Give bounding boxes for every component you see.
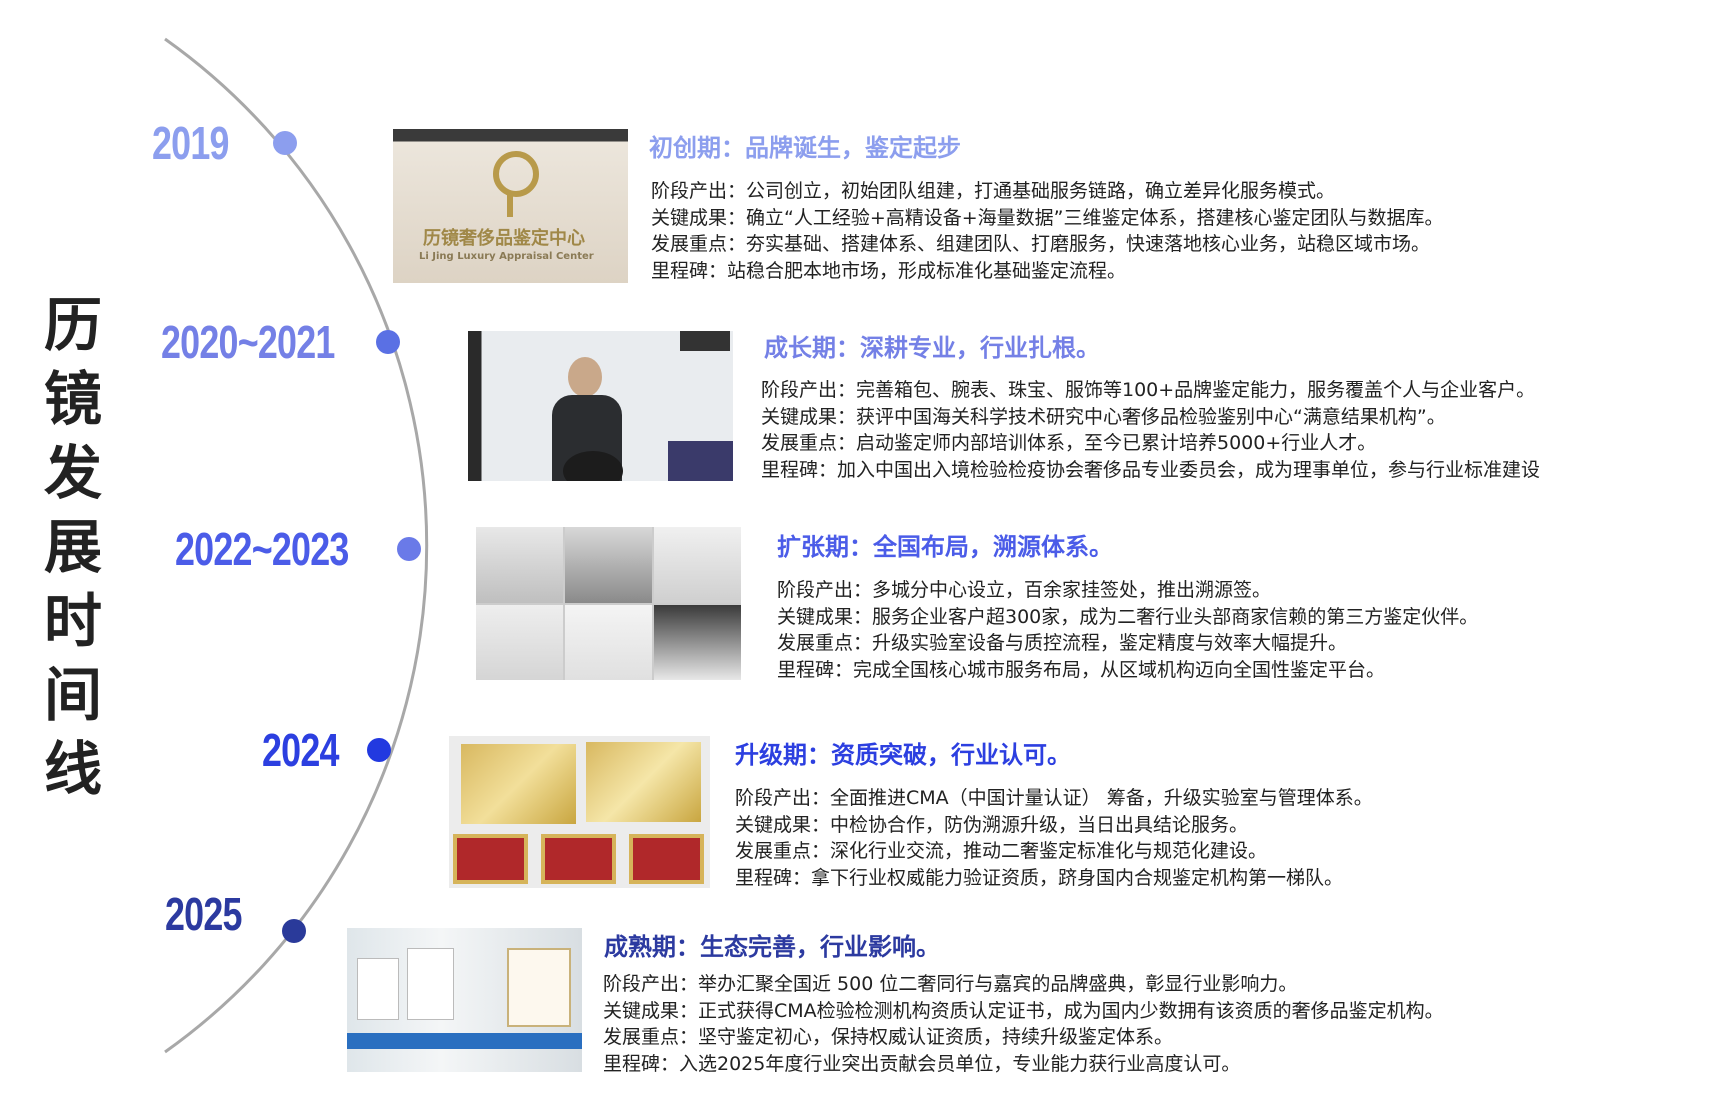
audience-head: [563, 451, 623, 481]
year-label: 2020~2021: [161, 316, 335, 368]
detail-line: 阶段产出：举办汇聚全国近 500 位二奢同行与嘉宾的品牌盛典，彰显行业影响力。: [603, 973, 1298, 995]
detail-line: 发展重点：升级实验室设备与质控流程，鉴定精度与效率大幅提升。: [777, 632, 1348, 654]
title-char: 展: [43, 513, 102, 581]
collage-tile: [565, 604, 652, 680]
stage-heading: 初创期：品牌诞生，鉴定起步: [649, 134, 961, 162]
stage-details: 阶段产出：完善箱包、腕表、珠宝、服饰等100+品牌鉴定能力，服务覆盖个人与企业客…: [761, 377, 1540, 483]
collage-tile: [476, 527, 563, 603]
collage-tile: [654, 604, 741, 680]
detail-line: 发展重点：坚守鉴定初心，保持权威认证资质，持续升级鉴定体系。: [603, 1026, 1174, 1048]
detail-line: 里程碑：入选2025年度行业突出贡献会员单位，专业能力获行业高度认可。: [603, 1052, 1241, 1075]
notice-paper: [357, 958, 399, 1020]
logo-icon: [493, 151, 539, 197]
timeline-dot: [397, 537, 421, 561]
timeline-dot: [282, 919, 306, 943]
title-char: 间: [43, 661, 102, 729]
stage-details: 阶段产出：全面推进CMA（中国计量认证） 筹备，升级实验室与管理体系。 关键成果…: [735, 785, 1373, 891]
stage-details: 阶段产出：公司创立，初始团队组建，打通基础服务链路，确立差异化服务模式。 关键成…: [651, 178, 1444, 284]
detail-line: 关键成果：确立“人工经验+高精设备+海量数据”三维鉴定体系，搭建核心鉴定团队与数…: [651, 206, 1444, 229]
stage-details: 阶段产出：举办汇聚全国近 500 位二奢同行与嘉宾的品牌盛典，彰显行业影响力。 …: [603, 971, 1444, 1077]
detail-line: 发展重点：深化行业交流，推动二奢鉴定标准化与规范化建设。: [735, 840, 1268, 862]
detail-line: 阶段产出：多城分中心设立，百余家挂签处，推出溯源签。: [777, 579, 1272, 601]
year-label: 2024: [262, 724, 339, 776]
certificate-frame: [507, 948, 571, 1027]
timeline-dot: [273, 131, 297, 155]
notice-paper: [407, 948, 454, 1020]
title-char: 线: [43, 735, 102, 803]
speaker-head: [568, 357, 602, 397]
year-label: 2022~2023: [175, 523, 349, 575]
stage-heading: 升级期：资质突破，行业认可。: [735, 741, 1071, 769]
certificate-plaque: [541, 834, 616, 884]
photo-sign: 历镜奢侈品鉴定中心: [423, 228, 585, 249]
cma-certificate-photo: [347, 928, 582, 1072]
stage-heading: 扩张期：全国布局，溯源体系。: [777, 533, 1113, 561]
title-char: 历: [43, 291, 102, 359]
title-char: 发: [43, 439, 102, 507]
page-title: 历 镜 发 展 时 间 线: [36, 288, 110, 806]
detail-line: 里程碑：加入中国出入境检验检疫协会奢侈品专业委员会，成为理事单位，参与行业标准建…: [761, 458, 1541, 481]
detail-line: 关键成果：正式获得CMA检验检测机构资质认定证书，成为国内少数拥有该资质的奢侈品…: [603, 999, 1444, 1022]
certificate-plaque: [453, 834, 528, 884]
detail-line: 里程碑：站稳合肥本地市场，形成标准化基础鉴定流程。: [651, 259, 1127, 282]
certificate-plaque: [586, 742, 701, 822]
detail-line: 关键成果：服务企业客户超300家，成为二奢行业头部商家信赖的第三方鉴定伙伴。: [777, 605, 1479, 628]
detail-line: 阶段产出：全面推进CMA（中国计量认证） 筹备，升级实验室与管理体系。: [735, 787, 1373, 809]
logo-stem: [507, 191, 513, 217]
certificates-photo: [449, 736, 710, 888]
stage-heading: 成长期：深耕专业，行业扎根。: [764, 334, 1100, 362]
brand-strip: [347, 1033, 582, 1049]
timeline-dot: [376, 330, 400, 354]
detail-line: 发展重点：启动鉴定师内部培训体系，至今已累计培养5000+行业人才。: [761, 432, 1377, 454]
certificate-plaque: [461, 744, 576, 824]
clock: [680, 331, 730, 351]
certificate-plaque: [629, 834, 704, 884]
office-logo-photo: 历镜奢侈品鉴定中心 Li Jing Luxury Appraisal Cente…: [393, 129, 628, 283]
podium: [668, 441, 733, 481]
stage-heading: 成熟期：生态完善，行业影响。: [604, 933, 940, 961]
detail-line: 里程碑：完成全国核心城市服务布局，从区域机构迈向全国性鉴定平台。: [777, 658, 1386, 681]
detail-line: 阶段产出：完善箱包、腕表、珠宝、服饰等100+品牌鉴定能力，服务覆盖个人与企业客…: [761, 379, 1536, 401]
detail-line: 里程碑：拿下行业权威能力验证资质，跻身国内合规鉴定机构第一梯队。: [735, 866, 1344, 889]
detail-line: 关键成果：中检协合作，防伪溯源升级，当日出具结论服务。: [735, 813, 1249, 836]
detail-line: 阶段产出：公司创立，初始团队组建，打通基础服务链路，确立差异化服务模式。: [651, 180, 1336, 202]
training-photo: [468, 331, 733, 481]
photo-sign-en: Li Jing Luxury Appraisal Center: [419, 251, 594, 262]
collage-tile: [565, 527, 652, 603]
year-label: 2025: [165, 888, 242, 940]
year-label: 2019: [152, 117, 229, 169]
timeline-dot: [367, 738, 391, 762]
detail-line: 发展重点：夯实基础、搭建体系、组建团队、打磨服务，快速落地核心业务，站稳区域市场…: [651, 233, 1431, 255]
title-char: 时: [43, 587, 102, 655]
stage-details: 阶段产出：多城分中心设立，百余家挂签处，推出溯源签。 关键成果：服务企业客户超3…: [777, 577, 1478, 683]
title-char: 镜: [43, 365, 102, 433]
collage-tile: [654, 527, 741, 603]
branch-collage-photo: [476, 527, 741, 680]
collage-tile: [476, 604, 563, 680]
detail-line: 关键成果：获评中国海关科学技术研究中心奢侈品检验鉴别中心“满意结果机构”。: [761, 405, 1446, 428]
